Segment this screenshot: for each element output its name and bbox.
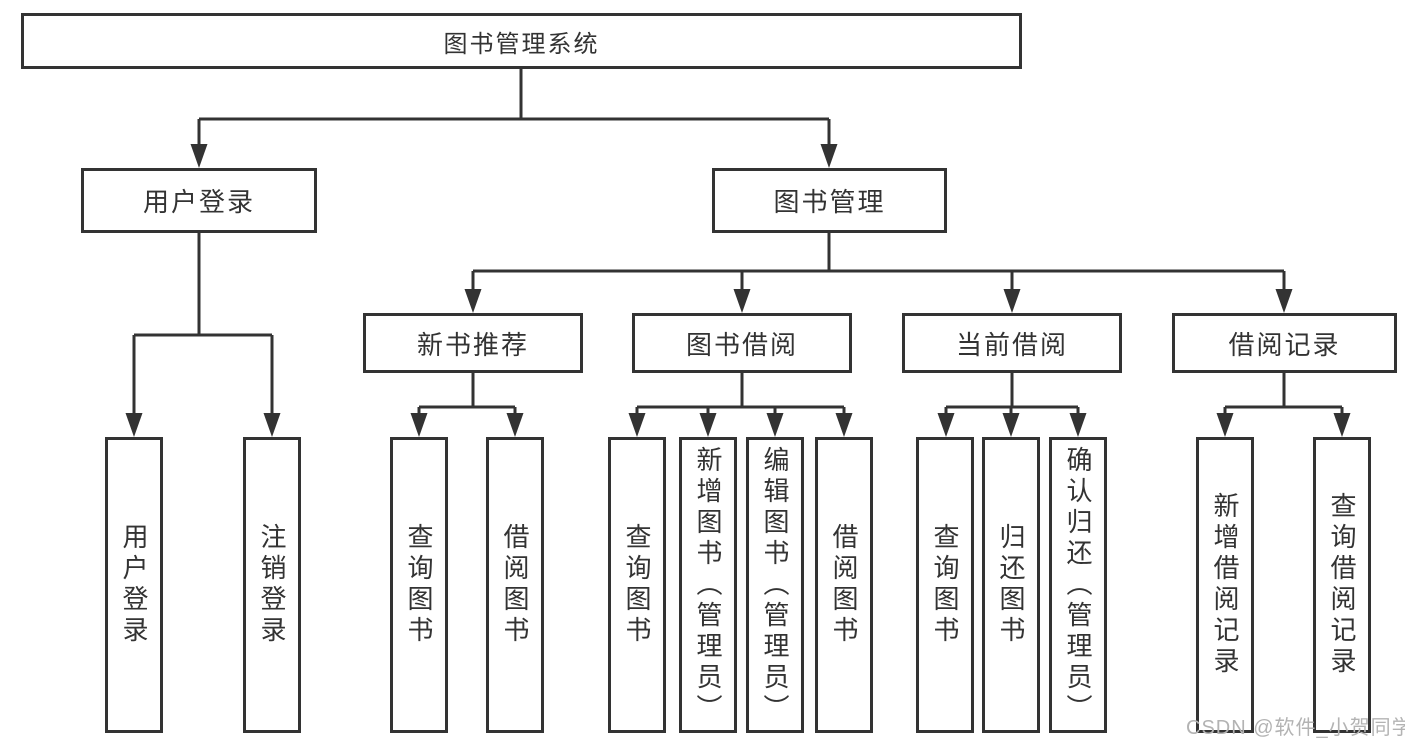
leaf-add-books-admin: 新增图书（管理员） xyxy=(679,437,737,733)
csdn-watermark: CSDN @软件_小贺同学 xyxy=(1186,717,1405,739)
node-book-borrowing: 图书借阅 xyxy=(632,313,852,373)
leaf-borrow-books-1: 借阅图书 xyxy=(486,437,544,733)
node-book-management: 图书管理 xyxy=(712,168,947,233)
leaf-query-books-1: 查询图书 xyxy=(390,437,448,733)
leaf-confirm-return-admin: 确认归还（管理员） xyxy=(1049,437,1107,733)
leaf-logout: 注销登录 xyxy=(243,437,301,733)
leaf-label: 借阅图书 xyxy=(500,523,530,647)
arrowhead-icons xyxy=(125,144,1351,437)
node-current-borrowing: 当前借阅 xyxy=(902,313,1122,373)
leaf-label: 查询借阅记录 xyxy=(1327,492,1357,678)
node-label: 新书推荐 xyxy=(416,329,529,360)
leaf-return-books: 归还图书 xyxy=(982,437,1040,733)
node-borrowing-records: 借阅记录 xyxy=(1172,313,1397,373)
leaf-label: 用户登录 xyxy=(119,523,149,647)
leaf-label: 新增借阅记录 xyxy=(1210,492,1240,678)
leaf-borrow-books-2: 借阅图书 xyxy=(815,437,873,733)
leaf-query-books-2: 查询图书 xyxy=(608,437,666,733)
node-label: 图书管理系统 xyxy=(443,30,600,58)
leaf-query-borrow-record: 查询借阅记录 xyxy=(1313,437,1371,733)
node-label: 借阅记录 xyxy=(1228,329,1341,360)
leaf-label: 编辑图书（管理员） xyxy=(760,445,790,725)
leaf-label: 归还图书 xyxy=(996,523,1026,647)
node-label: 用户登录 xyxy=(142,187,255,217)
leaf-label: 注销登录 xyxy=(257,523,287,647)
leaf-query-books-3: 查询图书 xyxy=(916,437,974,733)
node-label: 图书管理 xyxy=(773,187,886,217)
leaf-edit-books-admin: 编辑图书（管理员） xyxy=(746,437,804,733)
leaf-label: 确认归还（管理员） xyxy=(1063,445,1093,725)
node-user-login: 用户登录 xyxy=(81,168,317,233)
node-system-root: 图书管理系统 xyxy=(21,13,1022,69)
leaf-label: 查询图书 xyxy=(930,523,960,647)
leaf-label: 借阅图书 xyxy=(829,523,859,647)
leaf-user-login: 用户登录 xyxy=(105,437,163,733)
leaf-add-borrow-record: 新增借阅记录 xyxy=(1196,437,1254,733)
leaf-label: 新增图书（管理员） xyxy=(693,445,723,725)
node-label: 图书借阅 xyxy=(685,329,798,360)
node-new-book-recommend: 新书推荐 xyxy=(363,313,583,373)
tree-edges xyxy=(132,69,1344,418)
leaf-label: 查询图书 xyxy=(622,523,652,647)
leaf-label: 查询图书 xyxy=(404,523,434,647)
node-label: 当前借阅 xyxy=(955,329,1068,360)
